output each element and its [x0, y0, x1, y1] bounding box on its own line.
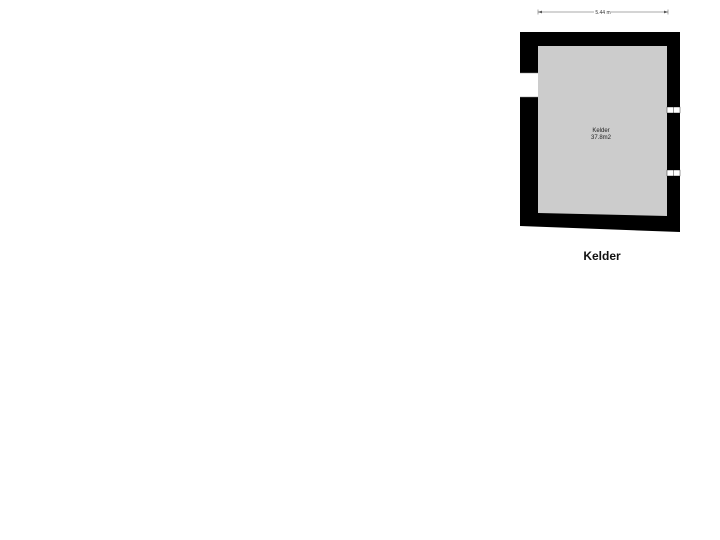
room-area: 37.8m2 — [591, 135, 612, 141]
room-floor-kelder — [538, 46, 667, 216]
dimension-top: 5.44 m — [537, 9, 669, 16]
right-wall-window-lower — [666, 169, 681, 177]
dimension-label: 5.44 m — [595, 10, 610, 16]
floor-title: Kelder — [583, 249, 621, 263]
room-name: Kelder — [592, 128, 609, 134]
dimension-arrow-right-icon — [664, 10, 668, 14]
dimension-arrow-left-icon — [538, 10, 542, 14]
right-wall-window-upper — [666, 106, 681, 114]
left-wall-opening — [520, 73, 538, 97]
